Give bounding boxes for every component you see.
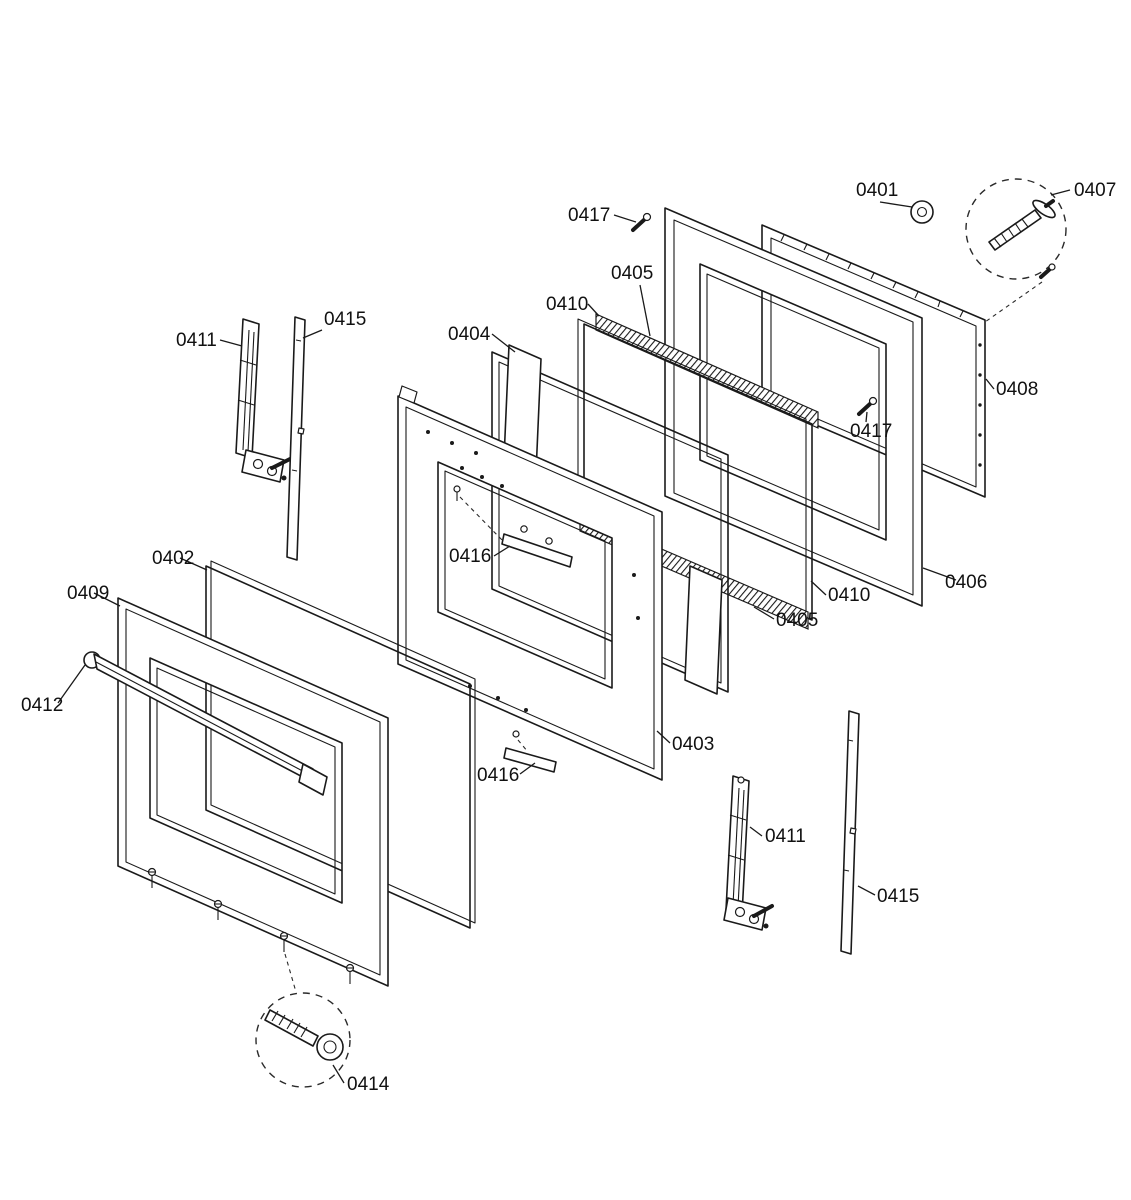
bracket-body <box>501 533 573 568</box>
part-label-0412: 0412 <box>21 695 63 716</box>
screw-head <box>868 396 878 406</box>
part-bracket-bottom <box>503 730 557 773</box>
strip-notch <box>297 427 305 435</box>
rear-panel-edge-ticks <box>780 234 964 318</box>
outer-door-outline <box>117 597 389 987</box>
part-screw-detail <box>255 992 351 1088</box>
screw-head <box>642 212 652 222</box>
part-washer <box>910 200 934 224</box>
frame-screw-holes <box>426 430 640 712</box>
part-bracket-mid <box>453 485 573 568</box>
part-hinge-left <box>235 318 294 483</box>
part-label-0410-bottom: 0410 <box>828 585 870 606</box>
part-label-0403: 0403 <box>672 734 714 755</box>
spacer-block-bottom-right <box>684 565 723 695</box>
glass-outline-front <box>583 323 813 621</box>
frame-top-tab <box>398 385 418 404</box>
spacer-outline <box>491 351 729 693</box>
hinge-body <box>235 318 260 459</box>
part-label-0408: 0408 <box>996 379 1038 400</box>
screw-threads <box>271 1010 308 1038</box>
rear-panel-screw-holes <box>978 343 982 467</box>
part-label-0402: 0402 <box>152 548 194 569</box>
part-bolt-detail <box>965 178 1067 323</box>
callout-leaders <box>57 189 1071 1084</box>
washer-outer <box>910 200 934 224</box>
part-label-0417-top: 0417 <box>568 205 610 226</box>
part-label-0409: 0409 <box>67 583 109 604</box>
callout-labels: 0417 0401 0407 0405 0410 0404 0415 0411 … <box>21 180 1116 1095</box>
bracket-body <box>503 747 557 773</box>
door-screw <box>345 963 355 984</box>
part-label-0406: 0406 <box>945 572 987 593</box>
door-frame-outline <box>397 395 663 781</box>
strip-body <box>286 316 306 561</box>
part-label-0415-right: 0415 <box>877 886 919 907</box>
part-label-0405-top: 0405 <box>611 263 653 284</box>
part-label-0405-bottom: 0405 <box>776 610 818 631</box>
strip-notch <box>849 827 857 835</box>
hinge-body <box>725 775 750 916</box>
part-screw-0417-top <box>631 212 652 232</box>
part-label-0417-mid: 0417 <box>850 421 892 442</box>
bolt-shaft <box>988 209 1042 251</box>
door-screw <box>213 899 223 920</box>
handle-end-right <box>298 763 328 796</box>
small-screw-upper-right <box>984 263 1056 323</box>
part-screw-0417-mid <box>857 396 878 416</box>
door-screw <box>147 867 157 888</box>
part-label-0411-right: 0411 <box>765 826 806 847</box>
bracket-screw <box>453 485 504 542</box>
part-door-handle <box>83 651 328 796</box>
part-door-frame <box>397 385 663 781</box>
detail-circle-screw <box>255 992 351 1088</box>
part-label-0411-left: 0411 <box>176 330 217 351</box>
door-screw <box>279 931 289 952</box>
screw-shaft <box>264 1009 319 1047</box>
part-label-0404: 0404 <box>448 324 491 345</box>
detail-circle-bolt <box>965 178 1067 280</box>
part-label-0414: 0414 <box>347 1074 390 1095</box>
part-label-0416-bottom: 0416 <box>477 765 519 786</box>
part-spacer-panel <box>491 344 729 695</box>
front-glass-outline <box>205 565 471 929</box>
part-outer-door <box>117 597 389 987</box>
part-trim-strip-right <box>840 710 860 955</box>
part-hinge-right <box>723 775 774 931</box>
part-label-0410-top: 0410 <box>546 294 588 315</box>
bolt-threads <box>993 218 1029 248</box>
part-trim-strip-left <box>286 316 306 561</box>
inner-panel-outline <box>664 207 923 607</box>
part-inner-door-panel <box>664 207 923 607</box>
part-label-0415-left: 0415 <box>324 309 366 330</box>
door-mounting-screws <box>147 867 355 993</box>
part-label-0407: 0407 <box>1074 180 1116 201</box>
part-label-0416-mid: 0416 <box>449 546 491 567</box>
part-label-0401: 0401 <box>856 180 898 201</box>
screw-head <box>316 1033 344 1061</box>
